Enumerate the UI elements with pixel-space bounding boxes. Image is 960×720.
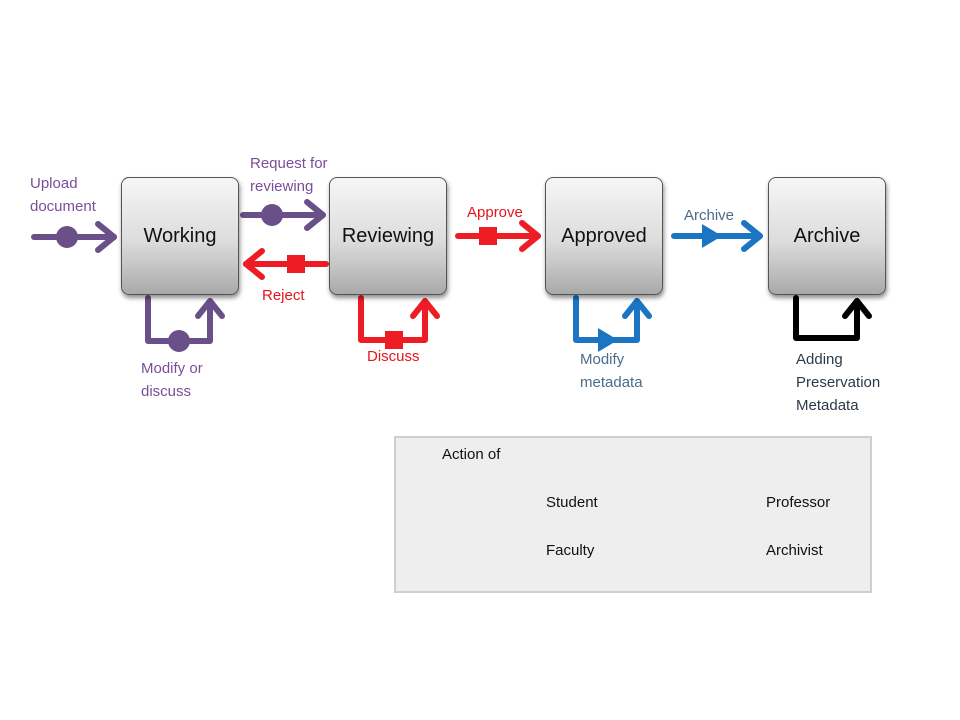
state-approved: Approved — [545, 177, 663, 295]
state-archive-label: Archive — [793, 224, 861, 247]
state-archive: Archive — [768, 177, 886, 295]
student-marker-icon — [56, 226, 78, 248]
modify-metadata-loop — [573, 295, 652, 343]
state-reviewing-label: Reviewing — [341, 224, 435, 247]
discuss-label: Discuss — [367, 348, 420, 365]
legend-professor-label: Professor — [766, 494, 831, 511]
legend-title: Action of — [442, 446, 501, 463]
reject-label: Reject — [262, 287, 305, 304]
state-approved-label: Approved — [561, 224, 647, 247]
professor-marker-icon — [287, 255, 305, 273]
reject-arrow — [243, 248, 329, 280]
approve-arrow — [455, 220, 541, 252]
legend-student-label: Student — [546, 494, 598, 511]
faculty-marker-icon — [702, 224, 722, 248]
modify-discuss-label: Modify or discuss — [141, 360, 203, 400]
student-marker-icon — [261, 204, 283, 226]
modify-metadata-label: Modify metadata — [580, 351, 643, 391]
legend-faculty-label: Faculty — [546, 542, 595, 559]
request-reviewing-label: Request for reviewing — [250, 155, 328, 195]
archive-transition-label: Archive — [684, 207, 735, 224]
student-marker-icon — [168, 330, 190, 352]
state-working-label: Working — [143, 224, 217, 247]
legend-panel — [394, 436, 872, 593]
upload-document-label: Upload document — [30, 175, 96, 215]
faculty-marker-icon — [598, 328, 618, 352]
approve-label: Approve — [467, 204, 523, 221]
state-working: Working — [121, 177, 239, 295]
preservation-loop — [793, 295, 872, 341]
professor-marker-icon — [385, 331, 403, 349]
professor-marker-icon — [479, 227, 497, 245]
legend-archivist-label: Archivist — [766, 542, 823, 559]
preservation-metadata-label: Adding Preservation Metadata — [796, 351, 881, 414]
state-reviewing: Reviewing — [329, 177, 447, 295]
